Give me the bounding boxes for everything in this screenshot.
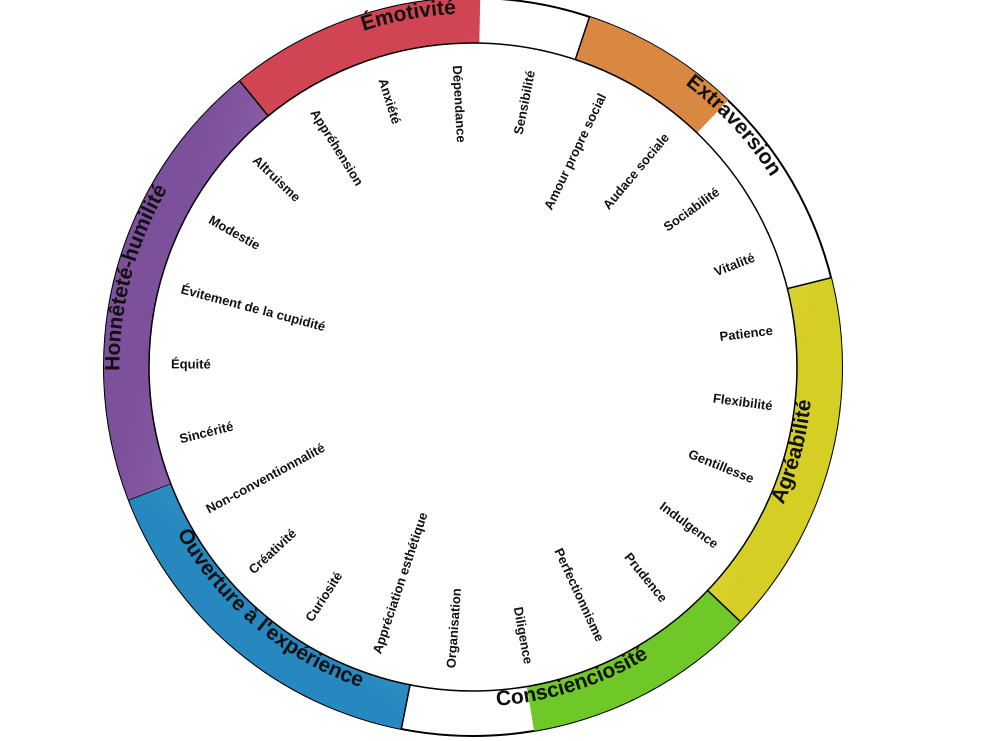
domain-divider (400, 684, 411, 730)
domain-divider (707, 589, 741, 623)
ring-inner-border (148, 42, 798, 692)
domain-ring-conscienciosite (526, 590, 741, 731)
domain-ring-agreabilite (707, 277, 842, 622)
domain-ring-honnetete-humilite (104, 81, 269, 501)
domain-ring-layer (103, 0, 843, 737)
facet-label-organisation: Organisation (443, 588, 464, 669)
domain-ring-extraversion (575, 16, 729, 133)
domain-divider (787, 277, 832, 290)
facet-label-equite: Équité (171, 356, 211, 371)
domain-ring-emotivite (239, 0, 481, 116)
facet-label-dependance: Dépendance (450, 65, 469, 143)
domain-ring-ouverture-a-l-experience (128, 484, 411, 729)
facet-label-patience: Patience (719, 323, 774, 344)
domain-divider (574, 16, 591, 60)
domain-divider (239, 80, 269, 117)
